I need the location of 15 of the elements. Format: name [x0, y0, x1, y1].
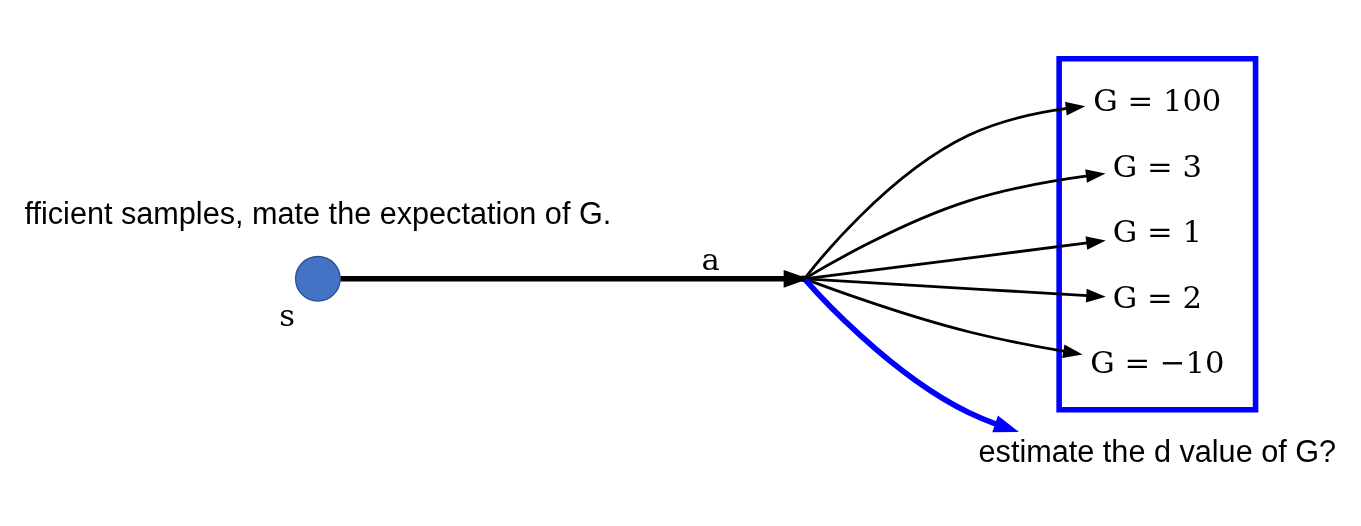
node-text: G = 3	[1112, 148, 1202, 184]
node-circle	[294, 255, 341, 302]
arrow	[803, 277, 1019, 432]
arrow	[805, 235, 1106, 280]
cluster	[1056, 55, 1259, 413]
node-text: G = −10	[1090, 344, 1225, 380]
node-label: s	[279, 297, 296, 333]
node-text: G = 100	[1093, 82, 1222, 118]
node-text: G = 2	[1112, 279, 1202, 315]
node-text: G = 1	[1112, 213, 1202, 249]
node-text: estimate the d value of G?	[978, 433, 1337, 468]
arrow	[805, 168, 1106, 279]
edge-label: a	[701, 241, 720, 277]
label: fficient samples, mate the expectation of G.	[24, 195, 612, 230]
arrow	[804, 101, 1086, 279]
